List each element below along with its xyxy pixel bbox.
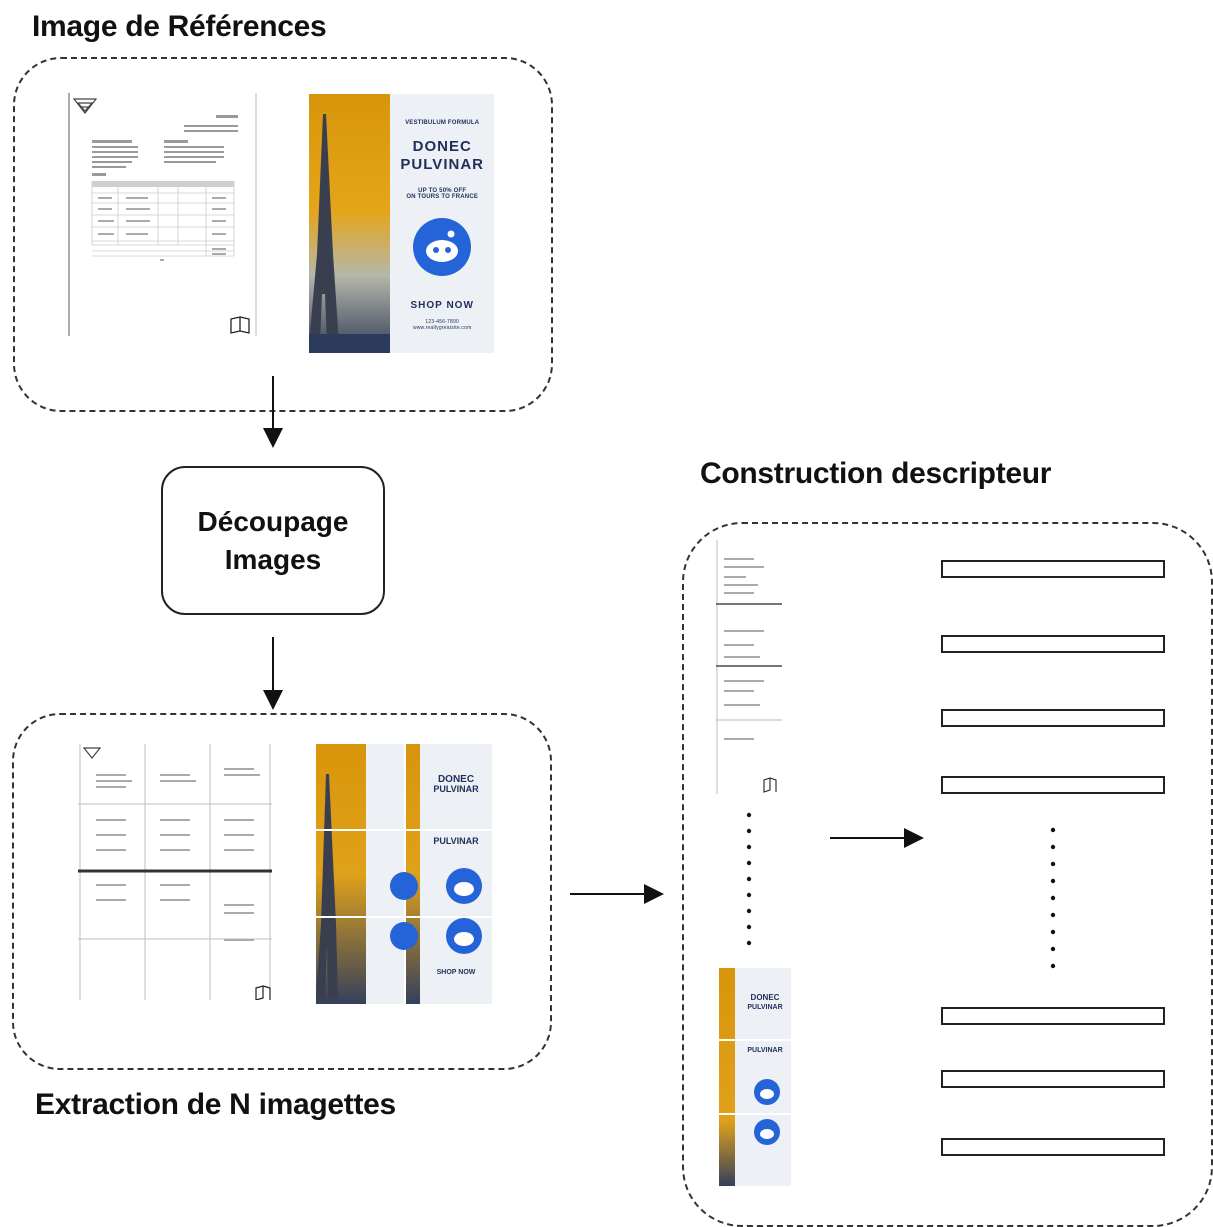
descriptor-vector xyxy=(941,1070,1165,1088)
robot-face-icon xyxy=(754,1079,780,1145)
tiled-poster-grid: DONEC PULVINAR PULVINAR SHOP NOW xyxy=(316,744,492,1004)
tiled-poster: DONEC PULVINAR PULVINAR SHOP NOW xyxy=(316,744,492,1004)
poster-headline-1: DONEC xyxy=(412,138,472,155)
open-book-icon xyxy=(230,316,250,334)
open-book-icon xyxy=(255,985,271,1000)
reference-poster: VESTIBULUM FORMULA DONEC PULVINAR UP TO … xyxy=(309,94,494,353)
ellipsis-dots-left xyxy=(746,812,752,946)
descriptor-vector xyxy=(941,776,1165,794)
extraction-group xyxy=(12,713,552,1070)
poster-tagline: VESTIBULUM FORMULA xyxy=(405,120,480,126)
robot-face-icon xyxy=(390,868,482,954)
descriptor-group xyxy=(682,522,1213,1227)
descriptor-vector xyxy=(941,709,1165,727)
tile-cta: SHOP NOW xyxy=(437,969,476,976)
robot-face-icon xyxy=(413,218,472,276)
poster-contact-1: 123-456-7890 xyxy=(425,319,459,325)
descriptor-poster-tiles: DONEC PULVINAR PULVINAR xyxy=(719,968,791,1186)
tile-headline-2: PULVINAR xyxy=(433,784,479,794)
ellipsis-dots-right xyxy=(1050,827,1056,969)
reference-images-group xyxy=(13,57,553,412)
eiffel-tower-photo xyxy=(309,94,391,353)
open-book-icon xyxy=(763,777,777,793)
descriptor-vector xyxy=(941,1007,1165,1025)
strip-headline-3: PULVINAR xyxy=(747,1047,782,1054)
descriptor-poster-strip: DONEC PULVINAR PULVINAR xyxy=(719,968,791,1186)
poster-offer-1: UP TO 50% OFF xyxy=(418,188,467,194)
poster-headline-2: PULVINAR xyxy=(400,156,484,173)
cropping-process-box: Découpage Images xyxy=(161,466,385,615)
reference-invoice-document xyxy=(66,93,258,336)
descriptor-invoice-tiles xyxy=(716,540,782,794)
poster-offer-2: ON TOURS TO FRANCE xyxy=(406,194,479,200)
strip-headline-1: DONEC xyxy=(751,993,780,1002)
descriptor-invoice-strip xyxy=(716,540,782,794)
tile-headline-1: DONEC xyxy=(438,774,474,785)
tiled-invoice-document xyxy=(78,744,272,1000)
tiled-invoice-grid xyxy=(78,744,272,1000)
cropping-process-label: Découpage Images xyxy=(197,505,349,575)
extraction-title: Extraction de N imagettes xyxy=(35,1088,396,1121)
poster-cta: SHOP NOW xyxy=(410,300,474,311)
tile-headline-3: PULVINAR xyxy=(433,836,479,846)
invoice-page-icon xyxy=(68,93,257,336)
descriptor-vector xyxy=(941,560,1165,578)
strip-headline-2: PULVINAR xyxy=(747,1004,782,1011)
reference-images-title: Image de Références xyxy=(32,10,327,43)
descriptor-construction-title: Construction descripteur xyxy=(700,457,1052,490)
poster-contact-2: www.reallygreatsite.com xyxy=(412,325,472,331)
descriptor-vector xyxy=(941,635,1165,653)
descriptor-vector xyxy=(941,1138,1165,1156)
